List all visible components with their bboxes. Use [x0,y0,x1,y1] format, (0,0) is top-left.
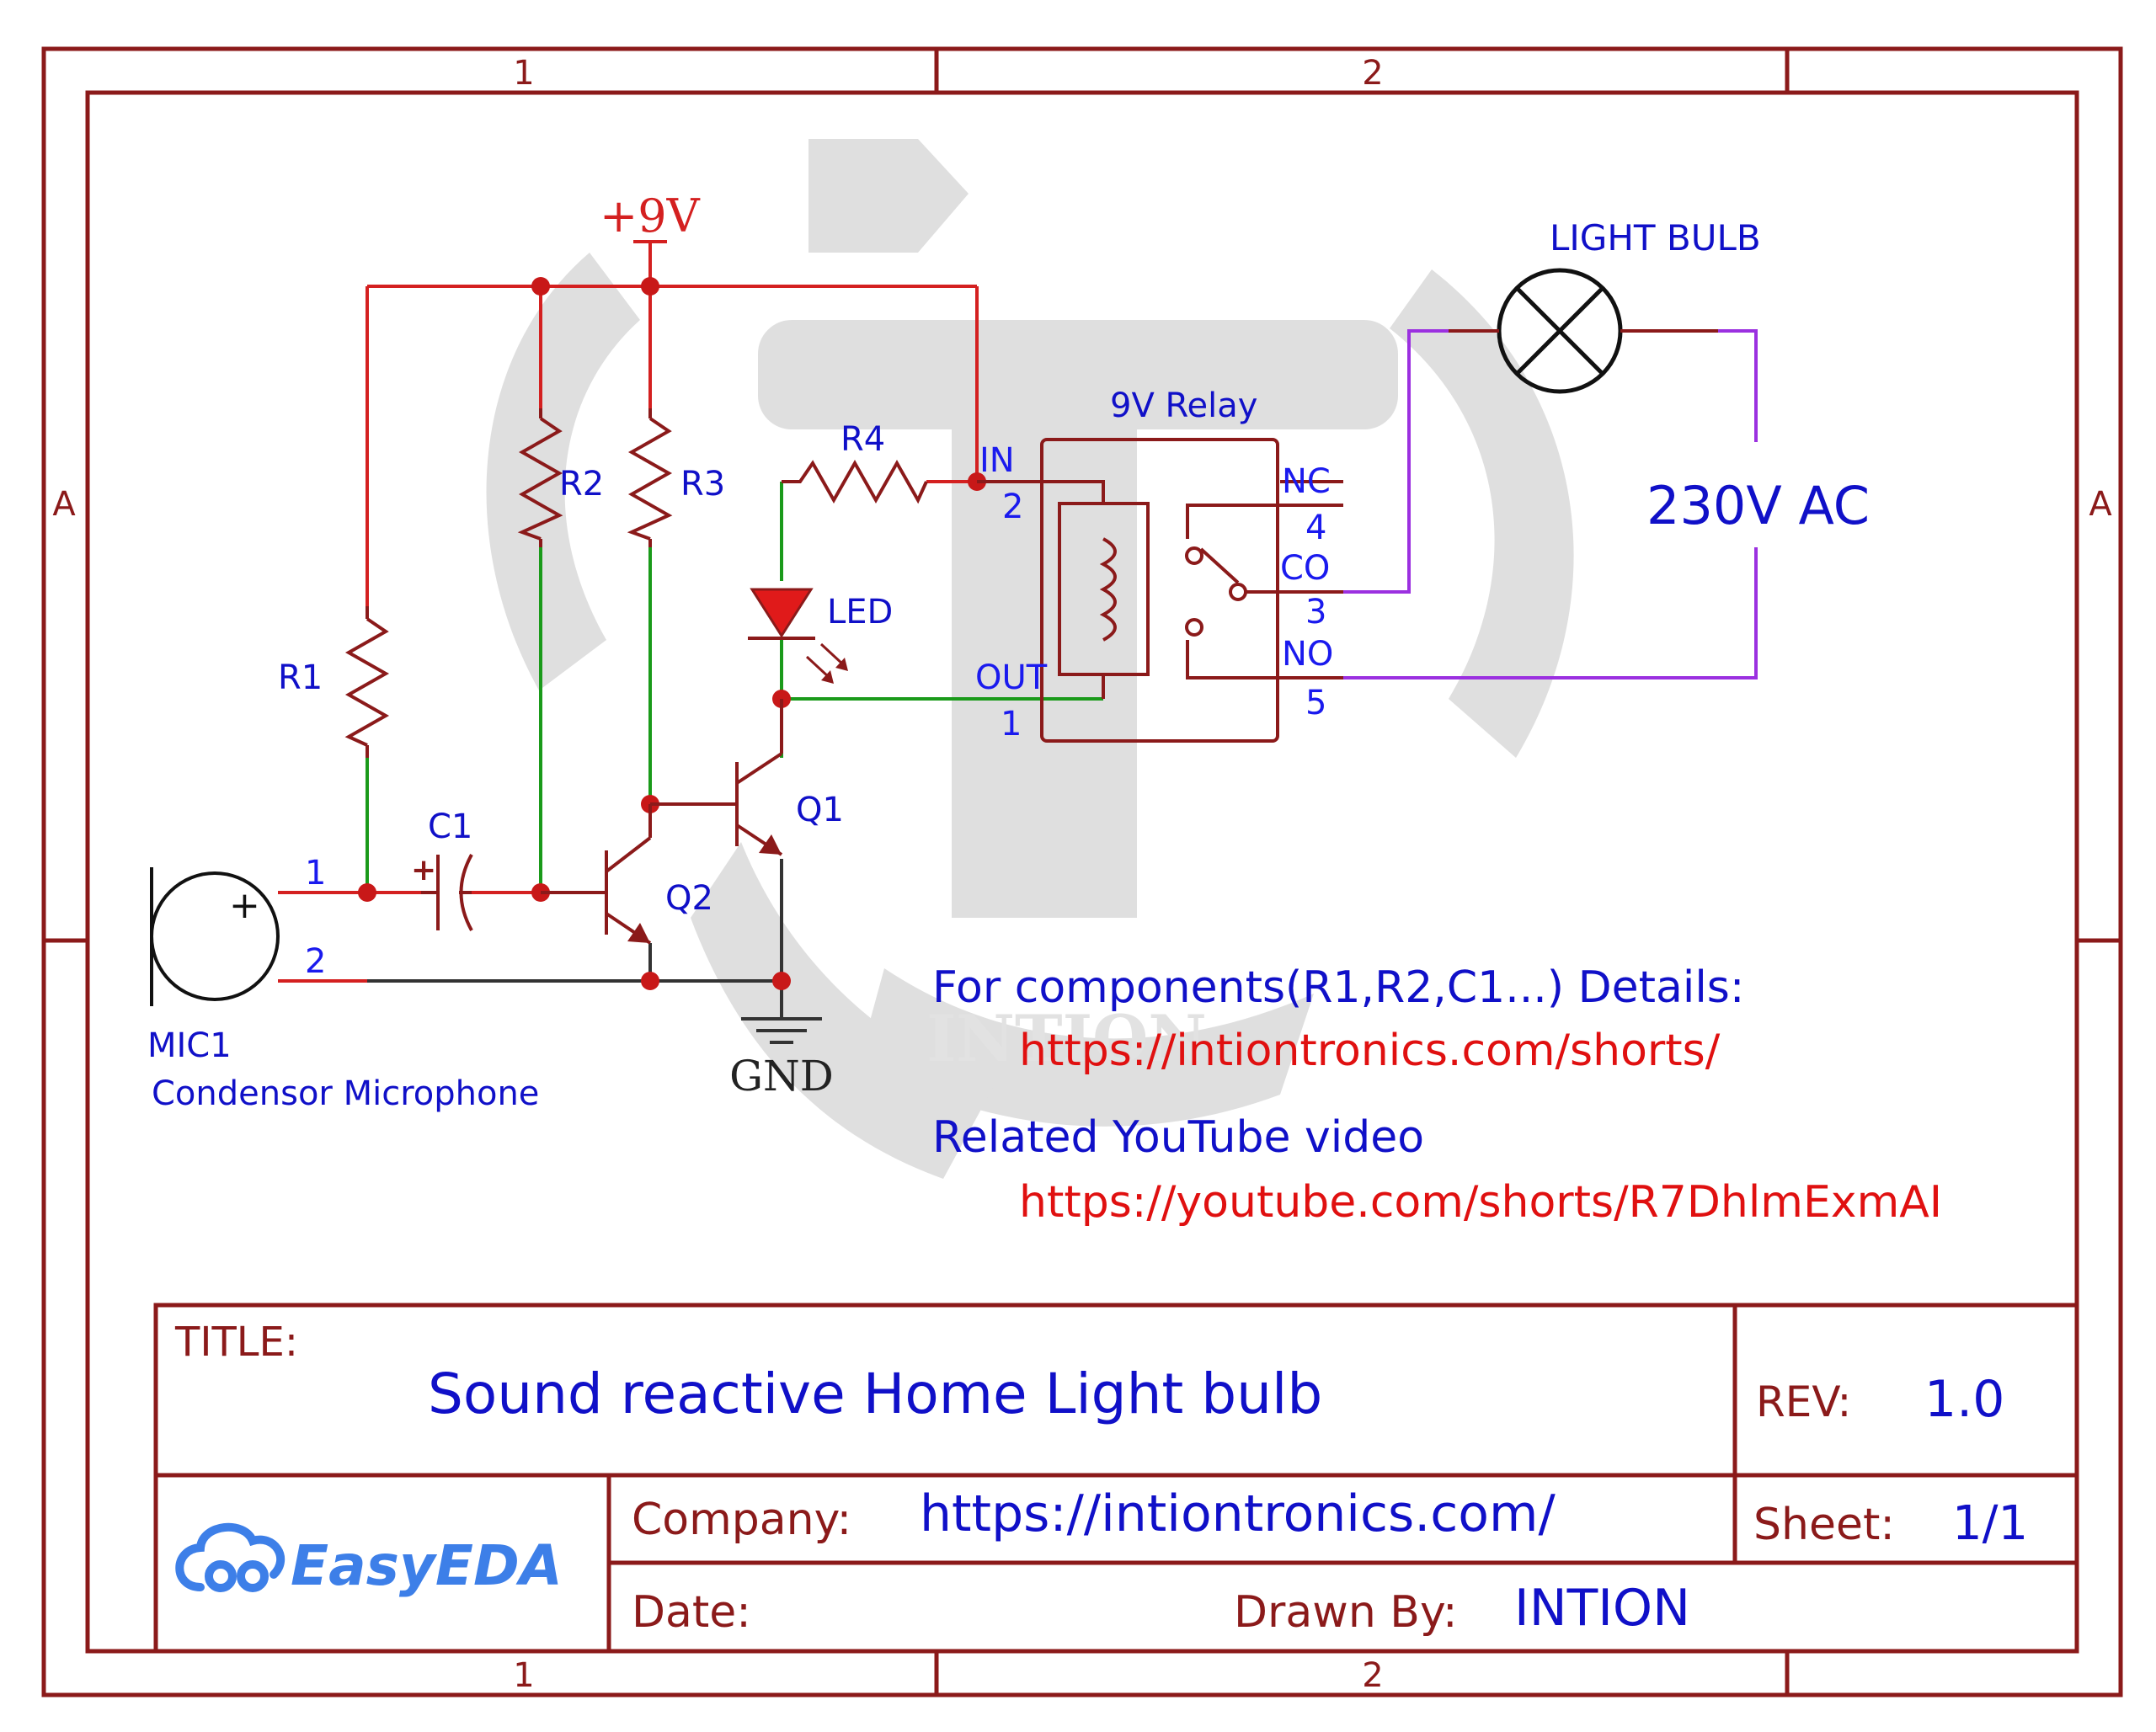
resistor-r4 [782,459,928,504]
video-url[interactable]: https://youtube.com/shorts/R7DhlmExmAI [1019,1177,1942,1228]
resistor-r2 [517,408,563,547]
relay-co-pin: 3 [1305,593,1326,632]
relay-in-label: IN [979,441,1015,480]
microphone-mic1 [150,867,280,1006]
q2-emitter-arrow [627,923,650,943]
outer-border [41,46,2123,1697]
r1-label: R1 [278,658,323,697]
company-value[interactable]: https://intiontronics.com/ [920,1484,1556,1543]
c1-plus: + [411,853,436,887]
watermark-text: INTION [926,1001,1207,1076]
transistor-q2 [541,804,652,945]
sheet-value: 1/1 [1952,1496,2028,1551]
relay-title: 9V Relay [1110,386,1257,425]
vcc-label: +9V [600,189,701,242]
relay-9v [977,438,1343,743]
wires-ac [1343,329,1758,679]
led-symbol [748,588,848,684]
transistor-q1 [650,699,783,856]
r2-label: R2 [559,465,604,504]
components-url[interactable]: https://intiontronics.com/shorts/ [1019,1026,1721,1076]
q2-label: Q2 [665,879,713,918]
mic-id-label: MIC1 [147,1026,232,1065]
relay-no-label: NO [1282,635,1333,674]
ac-source-label: 230V AC [1646,475,1870,536]
drawn-by-value: INTION [1514,1579,1690,1638]
relay-nc-label: NC [1282,462,1331,501]
zone-col-bottom-1: 1 [513,1656,534,1695]
bulb-label: LIGHT BULB [1550,217,1761,258]
sheet-label: Sheet: [1753,1500,1895,1550]
relay-no-pin: 5 [1305,684,1326,722]
zone-row-left: A [52,485,76,524]
light-bulb-icon [1497,268,1623,394]
zone-col-top-1: 1 [513,54,534,93]
mic-pin1: 1 [305,854,326,893]
easyeda-logo-text: EasyEDA [291,1533,563,1598]
relay-nc-pin: 4 [1305,509,1326,547]
relay-co-label: CO [1280,549,1330,588]
zone-col-bottom-2: 2 [1362,1656,1383,1695]
relay-out-label: OUT [975,658,1048,697]
led-label: LED [827,593,893,632]
c1-label: C1 [428,807,472,846]
company-label: Company: [632,1495,851,1545]
zone-row-right: A [2089,485,2112,524]
date-label: Date: [632,1587,751,1638]
title-value: Sound reactive Home Light bulb [428,1362,1322,1426]
video-heading: Related YouTube video [932,1112,1424,1163]
junctions [358,277,986,990]
relay-out-pin: 1 [1001,705,1022,743]
r4-label: R4 [841,420,885,459]
rev-label: REV: [1756,1378,1851,1426]
gnd-label: GND [729,1052,834,1100]
resistor-r3 [627,408,673,547]
drawn-by-label: Drawn By: [1234,1587,1457,1638]
q1-emitter-arrow [759,834,782,855]
relay-in-pin: 2 [1002,488,1023,526]
capacitor-c1 [421,854,473,931]
r3-label: R3 [680,465,725,504]
rev-value: 1.0 [1924,1370,2004,1429]
components-heading: For components(R1,R2,C1...) Details: [932,962,1744,1013]
resistor-r1 [344,606,390,758]
easyeda-cloud-icon [175,1522,286,1592]
title-label: TITLE: [174,1319,298,1366]
zone-col-top-2: 2 [1362,54,1383,93]
q1-label: Q1 [796,791,844,829]
gnd-symbol [741,1017,822,1044]
mic-desc-label: Condensor Microphone [152,1074,539,1113]
title-block [153,1303,2079,1654]
mic-plus: + [229,884,260,927]
mic-pin2: 2 [305,942,326,981]
